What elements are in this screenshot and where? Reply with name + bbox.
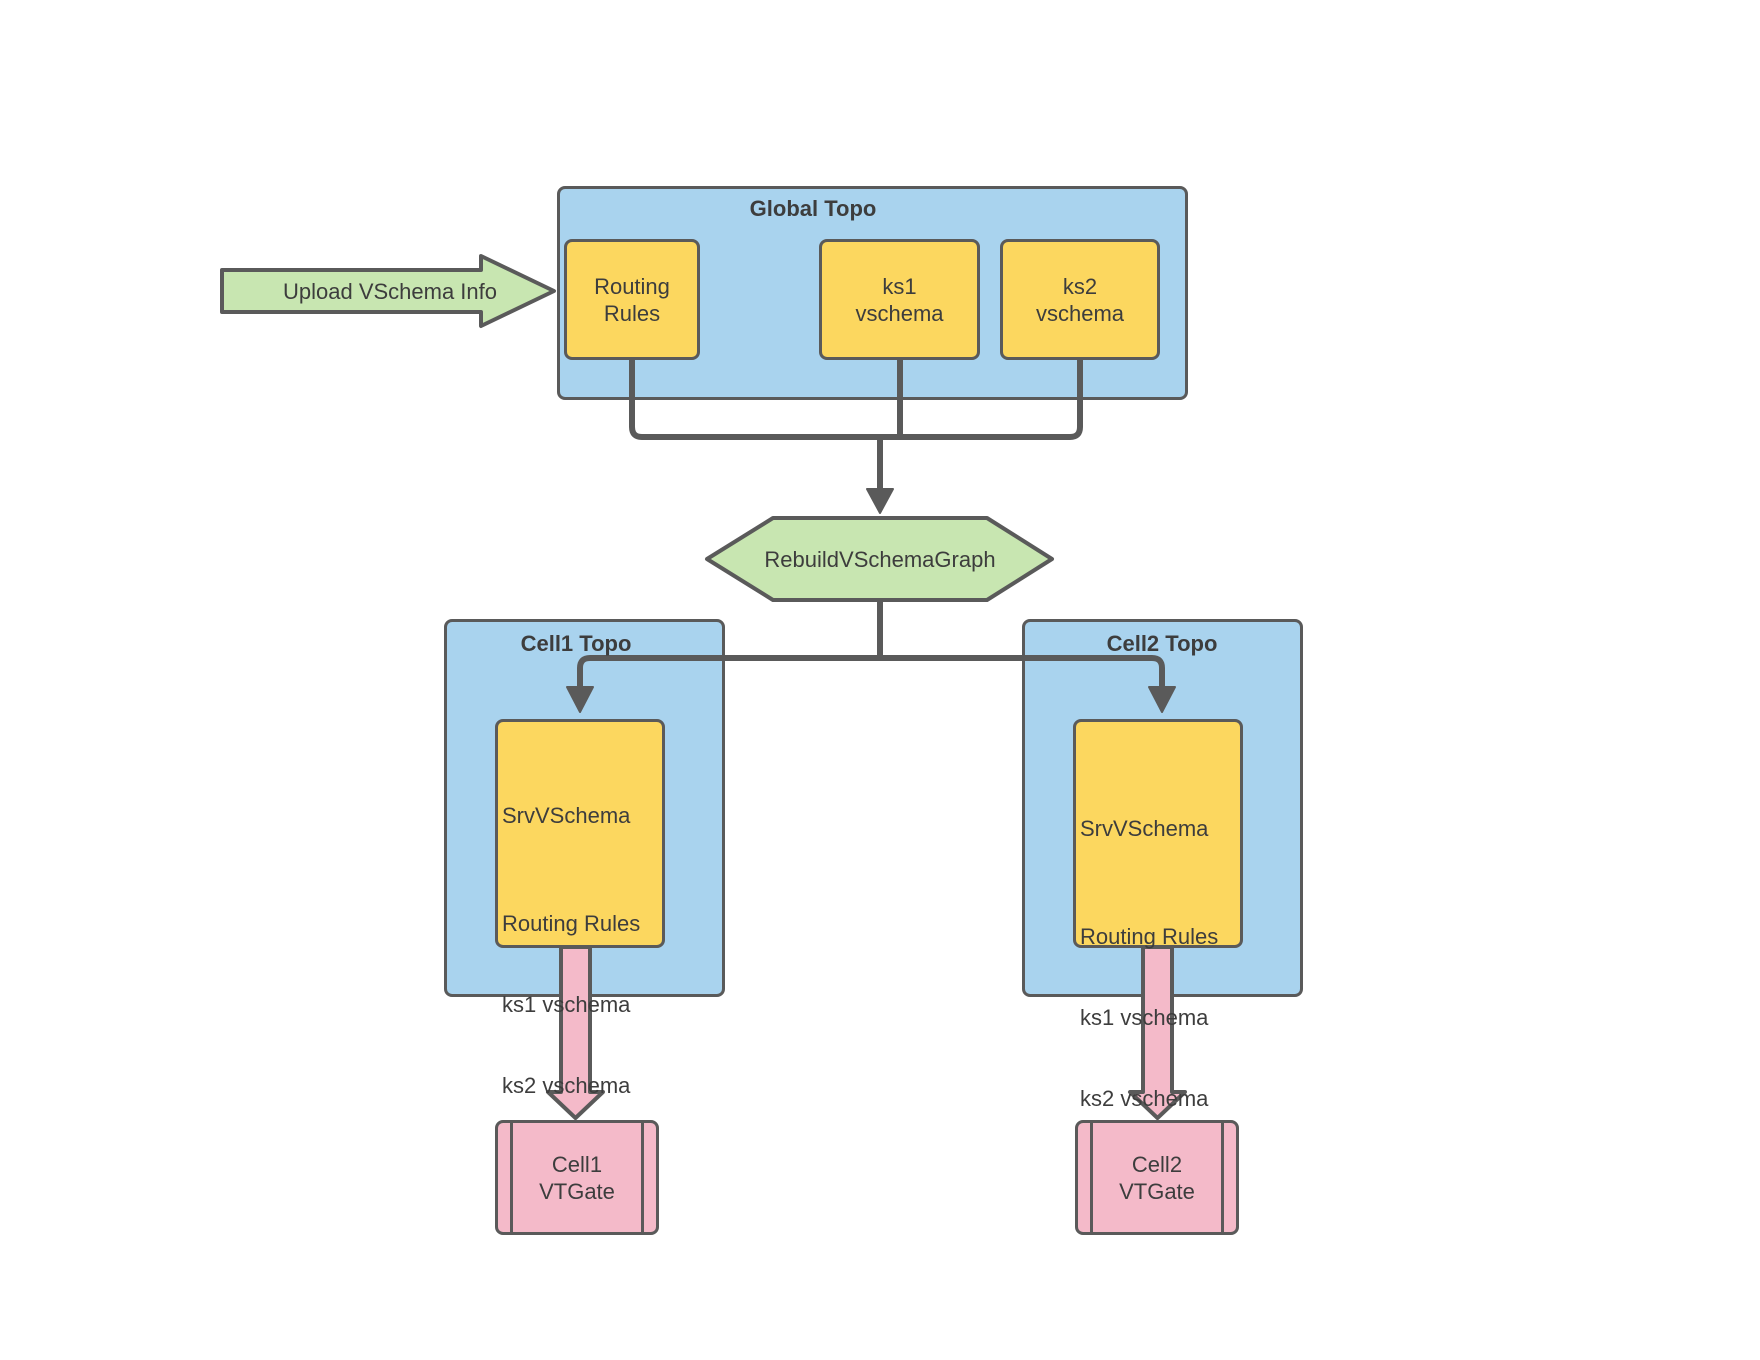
- ks2-line1: ks2: [1062, 273, 1098, 299]
- node-ks2-label: ks2 vschema: [1000, 239, 1160, 360]
- cell2-vtgate-line1: Cell2: [1131, 1151, 1183, 1177]
- rebuild-hexagon-label: RebuildVSchemaGraph: [764, 547, 996, 572]
- cell2-vtgate-line2: VTGate: [1119, 1178, 1195, 1204]
- node-routing-rules-label: Routing Rules: [564, 239, 700, 360]
- cell1-vtgate-line1: Cell1: [551, 1151, 603, 1177]
- cell2-srv-line3: ks1 vschema: [1080, 1005, 1209, 1030]
- cell1-srv-line4: ks2 vschema: [502, 1073, 631, 1098]
- routing-rules-line1: Routing: [594, 273, 670, 299]
- ks2-line2: vschema: [1035, 300, 1125, 326]
- vtgate-side-bar: [641, 1123, 644, 1232]
- global-topo-title: Global Topo: [749, 196, 877, 221]
- cell1-srv-line3: ks1 vschema: [502, 992, 631, 1017]
- cell1-srv-line1: SrvVSchema: [502, 803, 631, 828]
- cell2-srv-line1: SrvVSchema: [1080, 816, 1209, 841]
- ks1-line1: ks1: [882, 273, 917, 299]
- vtgate-side-bar: [1221, 1123, 1224, 1232]
- cell2-srv-line4: ks2 vschema: [1080, 1086, 1209, 1111]
- node-ks1-label: ks1 vschema: [819, 239, 980, 360]
- cell2-srv-line2: Routing Rules: [1080, 924, 1219, 949]
- cell2-srvvschema-box: [1073, 719, 1243, 948]
- cell1-vtgate-label: Cell1 VTGate: [495, 1120, 659, 1235]
- vtgate-side-bar: [510, 1123, 513, 1232]
- node-routing-rules: [564, 239, 700, 360]
- cell1-vtgate-line2: VTGate: [539, 1178, 615, 1204]
- cell2-vtgate-label: Cell2 VTGate: [1075, 1120, 1239, 1235]
- ks1-line2: vschema: [855, 300, 944, 326]
- arrowhead-to-rebuild: [866, 488, 894, 514]
- cell1-srv-line2: Routing Rules: [502, 911, 641, 936]
- node-ks2-vschema: [1000, 239, 1160, 360]
- cell1-srvvschema-text: SrvVSchema Routing Rules ks1 vschema ks2…: [502, 748, 662, 1153]
- cell2-vtgate-box: [1075, 1120, 1239, 1235]
- cell1-topo-title: Cell1 Topo: [520, 631, 632, 656]
- cell1-srvvschema-box: [495, 719, 665, 948]
- vtgate-side-bar: [1090, 1123, 1093, 1232]
- cell2-topo-title: Cell2 Topo: [1106, 631, 1218, 656]
- routing-rules-line2: Rules: [603, 300, 661, 326]
- cell1-vtgate-box: [495, 1120, 659, 1235]
- cell2-srvvschema-text: SrvVSchema Routing Rules ks1 vschema ks2…: [1080, 761, 1240, 1166]
- upload-arrow-label: Upload VSchema Info: [282, 279, 498, 304]
